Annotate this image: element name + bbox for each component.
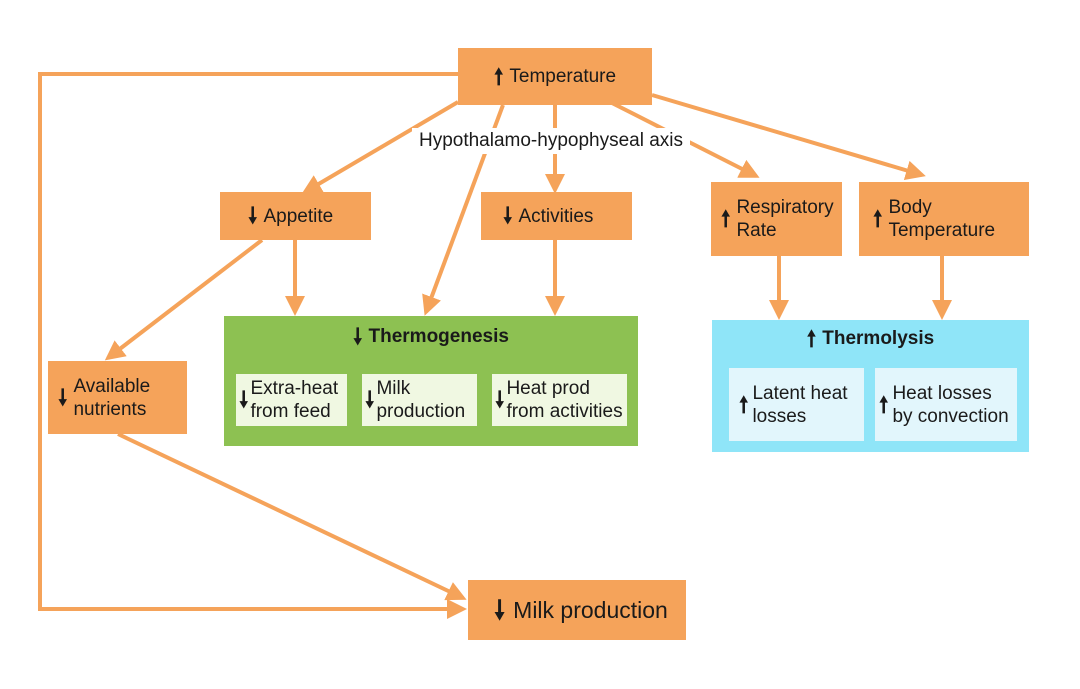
edge-appetite-to-nutrients bbox=[104, 238, 264, 361]
thermogenesis-item-extra-heat: 🠗 Extra-heat from feed bbox=[236, 374, 347, 426]
available-nutrients-label: Available nutrients bbox=[73, 375, 151, 420]
body-temperature-label: Body Temperature bbox=[888, 197, 996, 241]
up-arrow-icon: 🠕 bbox=[721, 206, 731, 231]
appetite-label: Appetite bbox=[263, 205, 334, 227]
milk-production-item-label: Milk production bbox=[376, 378, 466, 422]
thermolysis-item-latent-heat: 🠕 Latent heat losses bbox=[729, 368, 864, 441]
edge-temperature-to-appetite bbox=[301, 100, 460, 195]
down-arrow-icon: 🠗 bbox=[58, 384, 68, 410]
respiratory-rate-label: Respiratory Rate bbox=[736, 197, 834, 241]
available-nutrients-node: 🠗 Available nutrients bbox=[48, 361, 187, 434]
down-arrow-icon: 🠗 bbox=[365, 387, 375, 412]
thermogenesis-title: Thermogenesis bbox=[368, 326, 509, 347]
down-arrow-icon: 🠗 bbox=[494, 595, 506, 625]
latent-heat-label: Latent heat losses bbox=[752, 382, 848, 427]
thermolysis-item-convection: 🠕 Heat losses by convection bbox=[875, 368, 1017, 441]
activities-label: Activities bbox=[518, 205, 594, 227]
thermogenesis-item-heat-prod: 🠗 Heat prod from activities bbox=[492, 374, 627, 426]
milk-production-node: 🠗 Milk production bbox=[468, 580, 686, 640]
temperature-node: 🠕 Temperature bbox=[458, 48, 652, 105]
up-arrow-icon: 🠕 bbox=[493, 63, 504, 89]
milk-production-label: Milk production bbox=[513, 596, 668, 623]
activities-node: 🠗 Activities bbox=[481, 192, 632, 240]
respiratory-rate-node: 🠕 Respiratory Rate bbox=[711, 182, 842, 256]
extra-heat-label: Extra-heat from feed bbox=[250, 378, 339, 422]
edge-temperature-to-body-temperature bbox=[651, 93, 926, 181]
heat-prod-label: Heat prod from activities bbox=[506, 378, 623, 422]
convection-label: Heat losses by convection bbox=[892, 382, 1009, 427]
edge-nutrients-to-milk-production bbox=[117, 432, 467, 601]
appetite-node: 🠗 Appetite bbox=[220, 192, 371, 240]
up-arrow-icon: 🠕 bbox=[806, 326, 817, 351]
hypothalamo-hypophyseal-axis-label: Hypothalamo-hypophyseal axis bbox=[412, 128, 690, 154]
temperature-label: Temperature bbox=[509, 66, 617, 87]
thermogenesis-item-milk-production: 🠗 Milk production bbox=[362, 374, 477, 426]
thermolysis-header: 🠕 Thermolysis bbox=[712, 328, 1029, 350]
down-arrow-icon: 🠗 bbox=[248, 203, 258, 228]
down-arrow-icon: 🠗 bbox=[503, 203, 513, 228]
down-arrow-icon: 🠗 bbox=[239, 387, 249, 412]
down-arrow-icon: 🠗 bbox=[495, 387, 505, 412]
thermogenesis-header: 🠗 Thermogenesis bbox=[224, 326, 638, 348]
down-arrow-icon: 🠗 bbox=[353, 324, 363, 349]
thermolysis-title: Thermolysis bbox=[822, 328, 935, 349]
body-temperature-node: 🠕 Body Temperature bbox=[859, 182, 1029, 256]
up-arrow-icon: 🠕 bbox=[739, 391, 749, 417]
up-arrow-icon: 🠕 bbox=[873, 206, 883, 231]
edge-temperature-to-milk-production bbox=[38, 72, 467, 619]
up-arrow-icon: 🠕 bbox=[879, 391, 889, 417]
